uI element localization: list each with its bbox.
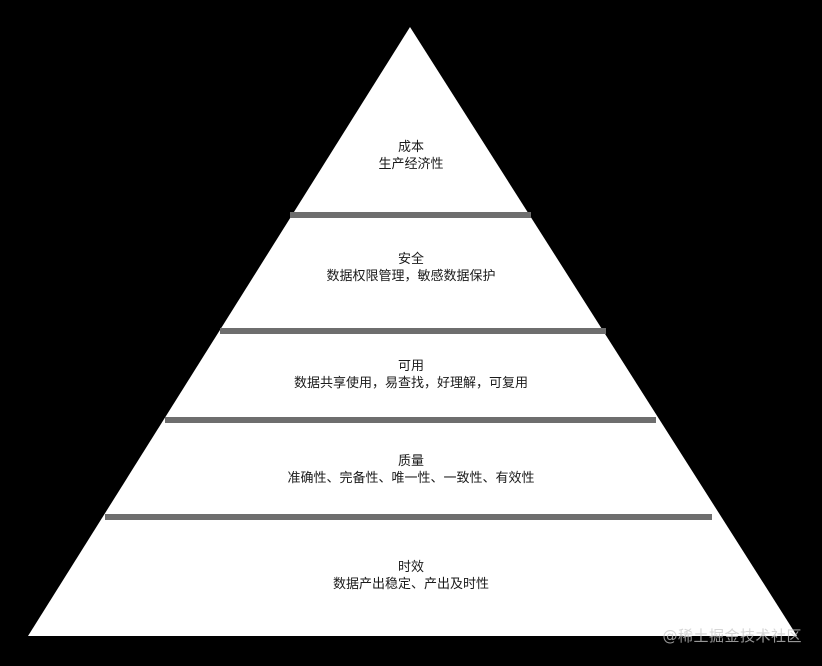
separator-3 xyxy=(165,417,656,423)
layer-usability: 可用 数据共享使用，易查找，好理解，可复用 xyxy=(0,358,822,392)
layer-description: 准确性、完备性、唯一性、一致性、有效性 xyxy=(287,471,535,486)
layer-quality: 质量 准确性、完备性、唯一性、一致性、有效性 xyxy=(0,453,822,487)
layer-description: 数据权限管理，敏感数据保护 xyxy=(326,269,496,284)
layer-title: 时效 xyxy=(397,560,424,575)
layer-title: 质量 xyxy=(397,454,424,469)
layer-security: 安全 数据权限管理，敏感数据保护 xyxy=(0,251,822,285)
layer-timeliness: 时效 数据产出稳定、产出及时性 xyxy=(0,559,822,593)
layer-cost: 成本 生产经济性 xyxy=(0,139,822,173)
separator-2 xyxy=(220,328,606,334)
layer-description: 数据产出稳定、产出及时性 xyxy=(332,577,489,592)
layer-title: 安全 xyxy=(397,252,424,267)
layer-title: 可用 xyxy=(397,359,424,374)
watermark: @稀土掘金技术社区 xyxy=(662,627,802,645)
layer-description: 数据共享使用，易查找，好理解，可复用 xyxy=(293,376,528,391)
separator-4 xyxy=(105,514,712,520)
separator-1 xyxy=(290,212,531,218)
layer-title: 成本 xyxy=(397,140,424,155)
layer-description: 生产经济性 xyxy=(378,157,444,172)
